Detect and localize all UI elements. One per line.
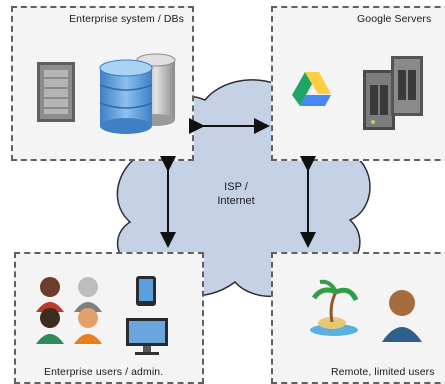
enterprise-users-label: Enterprise users / admin. [44,366,164,378]
remote-users-box: Remote, limited users [271,252,445,384]
google-servers-label: Google Servers [357,13,432,25]
tablet-icon [136,276,156,306]
island-icon [310,279,359,336]
desktop-monitor-icon [126,318,168,355]
user-group-icon [36,277,102,344]
database-stack-icon [99,53,176,134]
nas-server-icon [363,56,423,130]
google-drive-icon [292,72,331,106]
enterprise-system-label: Enterprise system / DBs [69,13,184,25]
isp-label-line1: ISP / [224,181,248,193]
isp-label-line2: Internet [217,195,255,207]
server-tower-icon [37,62,75,122]
isp-label: ISP / Internet [208,180,264,208]
remote-user-icon [382,290,422,342]
remote-users-label: Remote, limited users [331,366,435,378]
